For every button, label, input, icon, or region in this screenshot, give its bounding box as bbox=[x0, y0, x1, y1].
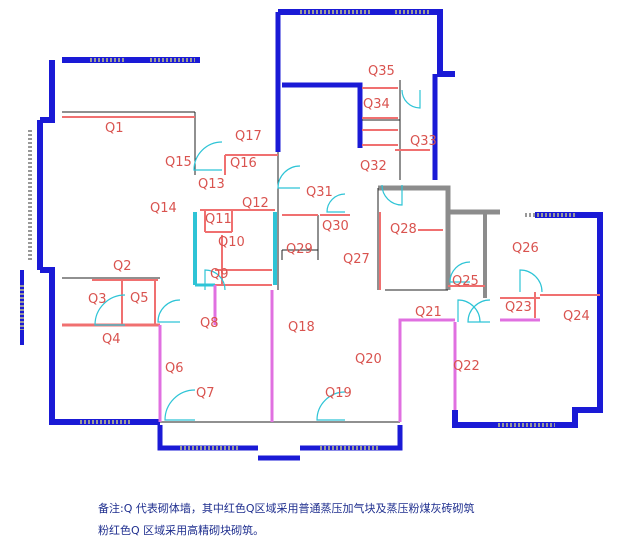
wall-label-q34: Q34 bbox=[363, 97, 390, 112]
note-line-1: 备注:Q 代表砌体墙，其中红色Q区域采用普通蒸压加气块及蒸压粉煤灰砖砌筑 bbox=[98, 502, 475, 515]
door-swing bbox=[316, 391, 346, 421]
wall-label-q10: Q10 bbox=[218, 235, 245, 250]
walls-layer bbox=[20, 9, 603, 461]
wall-label-q9: Q9 bbox=[210, 267, 229, 282]
door-swing bbox=[204, 269, 226, 291]
door-swing bbox=[519, 269, 543, 293]
door-swing bbox=[326, 193, 346, 213]
wall-label-q8: Q8 bbox=[200, 316, 219, 331]
wall-label-q21: Q21 bbox=[415, 305, 442, 320]
wall-label-q29: Q29 bbox=[286, 242, 313, 257]
wall-label-q15: Q15 bbox=[165, 155, 192, 170]
door-swing bbox=[94, 294, 126, 326]
wall-label-q27: Q27 bbox=[343, 252, 370, 267]
wall-label-q24: Q24 bbox=[563, 309, 590, 324]
wall-label-q12: Q12 bbox=[242, 196, 269, 211]
wall-label-q20: Q20 bbox=[355, 352, 382, 367]
structural-wall bbox=[40, 60, 55, 123]
note-line-2: 粉红色Q 区域采用高精砌块砌筑。 bbox=[98, 524, 265, 537]
wall-label-q13: Q13 bbox=[198, 177, 225, 192]
door-swing bbox=[449, 261, 471, 283]
wall-label-q23: Q23 bbox=[505, 300, 532, 315]
door-swing bbox=[401, 89, 421, 109]
wall-label-q19: Q19 bbox=[325, 386, 352, 401]
wall-label-q35: Q35 bbox=[368, 64, 395, 79]
wall-label-q33: Q33 bbox=[410, 134, 437, 149]
wall-label-q1: Q1 bbox=[105, 121, 124, 136]
doors-layer bbox=[94, 89, 543, 421]
wall-label-q14: Q14 bbox=[150, 201, 177, 216]
wall-label-q4: Q4 bbox=[102, 332, 121, 347]
door-swing bbox=[467, 299, 491, 323]
wall-label-q5: Q5 bbox=[130, 291, 149, 306]
wall-label-q16: Q16 bbox=[230, 156, 257, 171]
wall-label-q31: Q31 bbox=[306, 185, 333, 200]
door-swing bbox=[457, 299, 481, 323]
door-swing bbox=[381, 184, 403, 206]
wall-label-q25: Q25 bbox=[452, 274, 479, 289]
wall-label-q28: Q28 bbox=[390, 222, 417, 237]
door-swing bbox=[277, 165, 301, 189]
wall-label-q22: Q22 bbox=[453, 359, 480, 374]
wall-label-q2: Q2 bbox=[113, 259, 132, 274]
structural-wall bbox=[452, 212, 603, 428]
grey-wall bbox=[378, 185, 451, 290]
high-precision-wall bbox=[398, 318, 455, 422]
wall-label-q32: Q32 bbox=[360, 159, 387, 174]
wall-label-q3: Q3 bbox=[88, 292, 107, 307]
wall-label-q30: Q30 bbox=[322, 219, 349, 234]
wall-label-q6: Q6 bbox=[165, 361, 184, 376]
wall-label-q11: Q11 bbox=[205, 212, 232, 227]
wall-label-q26: Q26 bbox=[512, 241, 539, 256]
structural-wall bbox=[282, 82, 363, 148]
wall-label-q18: Q18 bbox=[288, 320, 315, 335]
wall-label-q17: Q17 bbox=[235, 129, 262, 144]
door-swing bbox=[164, 389, 196, 421]
door-swing bbox=[157, 299, 181, 323]
door-swing bbox=[193, 141, 223, 171]
wall-label-q7: Q7 bbox=[196, 386, 215, 401]
structural-wall bbox=[300, 425, 403, 451]
structural-wall bbox=[157, 425, 258, 451]
structural-wall bbox=[278, 9, 455, 77]
